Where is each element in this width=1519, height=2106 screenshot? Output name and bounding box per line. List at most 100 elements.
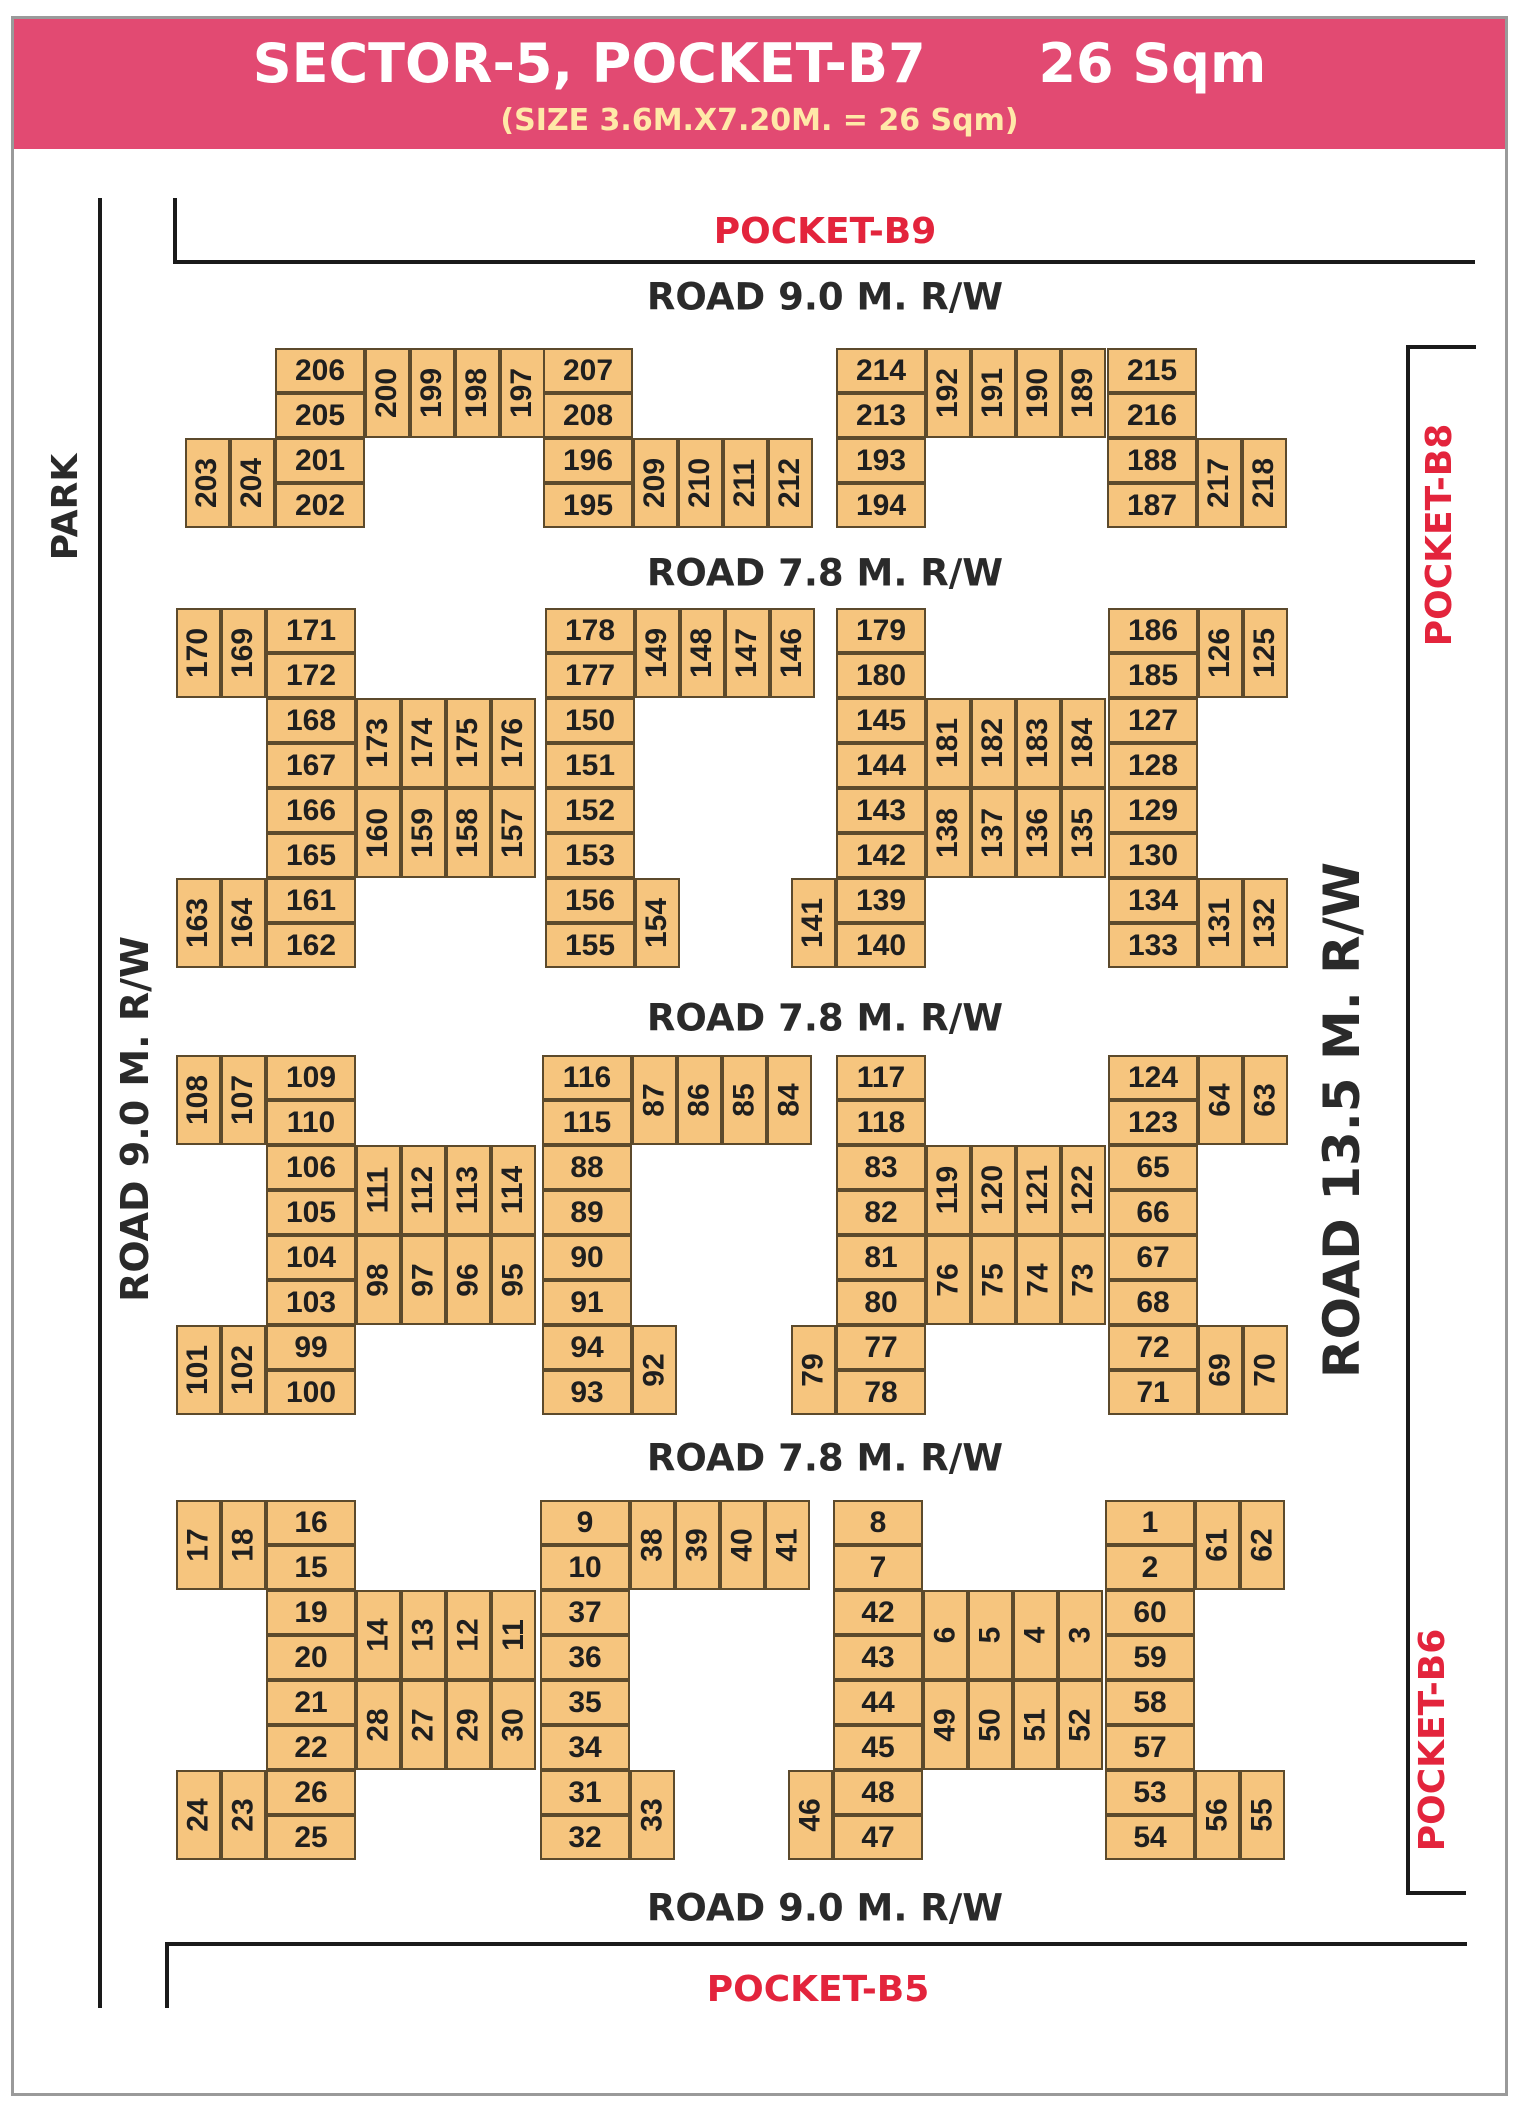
plot-18[interactable]: 18: [221, 1500, 266, 1590]
plot-122[interactable]: 122: [1061, 1145, 1106, 1235]
plot-200[interactable]: 200: [365, 348, 410, 438]
plot-189[interactable]: 189: [1061, 348, 1106, 438]
plot-3[interactable]: 3: [1058, 1590, 1103, 1680]
plot-101[interactable]: 101: [176, 1325, 221, 1415]
plot-94[interactable]: 94: [542, 1325, 632, 1370]
plot-5[interactable]: 5: [968, 1590, 1013, 1680]
plot-93[interactable]: 93: [542, 1370, 632, 1415]
plot-57[interactable]: 57: [1105, 1725, 1195, 1770]
plot-142[interactable]: 142: [836, 833, 926, 878]
plot-190[interactable]: 190: [1016, 348, 1061, 438]
plot-140[interactable]: 140: [836, 923, 926, 968]
plot-102[interactable]: 102: [221, 1325, 266, 1415]
plot-191[interactable]: 191: [971, 348, 1016, 438]
plot-113[interactable]: 113: [446, 1145, 491, 1235]
plot-85[interactable]: 85: [722, 1055, 767, 1145]
plot-9[interactable]: 9: [540, 1500, 630, 1545]
plot-152[interactable]: 152: [545, 788, 635, 833]
plot-182[interactable]: 182: [971, 698, 1016, 788]
plot-76[interactable]: 76: [926, 1235, 971, 1325]
plot-158[interactable]: 158: [446, 788, 491, 878]
plot-186[interactable]: 186: [1108, 608, 1198, 653]
plot-60[interactable]: 60: [1105, 1590, 1195, 1635]
plot-1[interactable]: 1: [1105, 1500, 1195, 1545]
plot-45[interactable]: 45: [833, 1725, 923, 1770]
plot-204[interactable]: 204: [230, 438, 275, 528]
plot-115[interactable]: 115: [542, 1100, 632, 1145]
plot-147[interactable]: 147: [725, 608, 770, 698]
plot-52[interactable]: 52: [1058, 1680, 1103, 1770]
plot-97[interactable]: 97: [401, 1235, 446, 1325]
plot-216[interactable]: 216: [1107, 393, 1197, 438]
plot-39[interactable]: 39: [675, 1500, 720, 1590]
plot-199[interactable]: 199: [410, 348, 455, 438]
plot-109[interactable]: 109: [266, 1055, 356, 1100]
plot-66[interactable]: 66: [1108, 1190, 1198, 1235]
plot-197[interactable]: 197: [500, 348, 545, 438]
plot-149[interactable]: 149: [635, 608, 680, 698]
plot-192[interactable]: 192: [926, 348, 971, 438]
plot-146[interactable]: 146: [770, 608, 815, 698]
plot-92[interactable]: 92: [632, 1325, 677, 1415]
plot-194[interactable]: 194: [836, 483, 926, 528]
plot-120[interactable]: 120: [971, 1145, 1016, 1235]
plot-84[interactable]: 84: [767, 1055, 812, 1145]
plot-75[interactable]: 75: [971, 1235, 1016, 1325]
plot-145[interactable]: 145: [836, 698, 926, 743]
plot-181[interactable]: 181: [926, 698, 971, 788]
plot-65[interactable]: 65: [1108, 1145, 1198, 1190]
plot-70[interactable]: 70: [1243, 1325, 1288, 1415]
plot-129[interactable]: 129: [1108, 788, 1198, 833]
plot-135[interactable]: 135: [1061, 788, 1106, 878]
plot-157[interactable]: 157: [491, 788, 536, 878]
plot-55[interactable]: 55: [1240, 1770, 1285, 1860]
plot-124[interactable]: 124: [1108, 1055, 1198, 1100]
plot-72[interactable]: 72: [1108, 1325, 1198, 1370]
plot-162[interactable]: 162: [266, 923, 356, 968]
plot-171[interactable]: 171: [266, 608, 356, 653]
plot-112[interactable]: 112: [401, 1145, 446, 1235]
plot-176[interactable]: 176: [491, 698, 536, 788]
plot-34[interactable]: 34: [540, 1725, 630, 1770]
plot-217[interactable]: 217: [1197, 438, 1242, 528]
plot-202[interactable]: 202: [275, 483, 365, 528]
plot-213[interactable]: 213: [836, 393, 926, 438]
plot-22[interactable]: 22: [266, 1725, 356, 1770]
plot-95[interactable]: 95: [491, 1235, 536, 1325]
plot-150[interactable]: 150: [545, 698, 635, 743]
plot-64[interactable]: 64: [1198, 1055, 1243, 1145]
plot-37[interactable]: 37: [540, 1590, 630, 1635]
plot-132[interactable]: 132: [1243, 878, 1288, 968]
plot-32[interactable]: 32: [540, 1815, 630, 1860]
plot-218[interactable]: 218: [1242, 438, 1287, 528]
plot-167[interactable]: 167: [266, 743, 356, 788]
plot-215[interactable]: 215: [1107, 348, 1197, 393]
plot-8[interactable]: 8: [833, 1500, 923, 1545]
plot-208[interactable]: 208: [543, 393, 633, 438]
plot-73[interactable]: 73: [1061, 1235, 1106, 1325]
plot-12[interactable]: 12: [446, 1590, 491, 1680]
plot-141[interactable]: 141: [791, 878, 836, 968]
plot-35[interactable]: 35: [540, 1680, 630, 1725]
plot-100[interactable]: 100: [266, 1370, 356, 1415]
plot-106[interactable]: 106: [266, 1145, 356, 1190]
plot-170[interactable]: 170: [176, 608, 221, 698]
plot-71[interactable]: 71: [1108, 1370, 1198, 1415]
plot-210[interactable]: 210: [678, 438, 723, 528]
plot-126[interactable]: 126: [1198, 608, 1243, 698]
plot-156[interactable]: 156: [545, 878, 635, 923]
plot-164[interactable]: 164: [221, 878, 266, 968]
plot-187[interactable]: 187: [1107, 483, 1197, 528]
plot-19[interactable]: 19: [266, 1590, 356, 1635]
plot-36[interactable]: 36: [540, 1635, 630, 1680]
plot-90[interactable]: 90: [542, 1235, 632, 1280]
plot-130[interactable]: 130: [1108, 833, 1198, 878]
plot-4[interactable]: 4: [1013, 1590, 1058, 1680]
plot-23[interactable]: 23: [221, 1770, 266, 1860]
plot-59[interactable]: 59: [1105, 1635, 1195, 1680]
plot-207[interactable]: 207: [543, 348, 633, 393]
plot-153[interactable]: 153: [545, 833, 635, 878]
plot-61[interactable]: 61: [1195, 1500, 1240, 1590]
plot-20[interactable]: 20: [266, 1635, 356, 1680]
plot-139[interactable]: 139: [836, 878, 926, 923]
